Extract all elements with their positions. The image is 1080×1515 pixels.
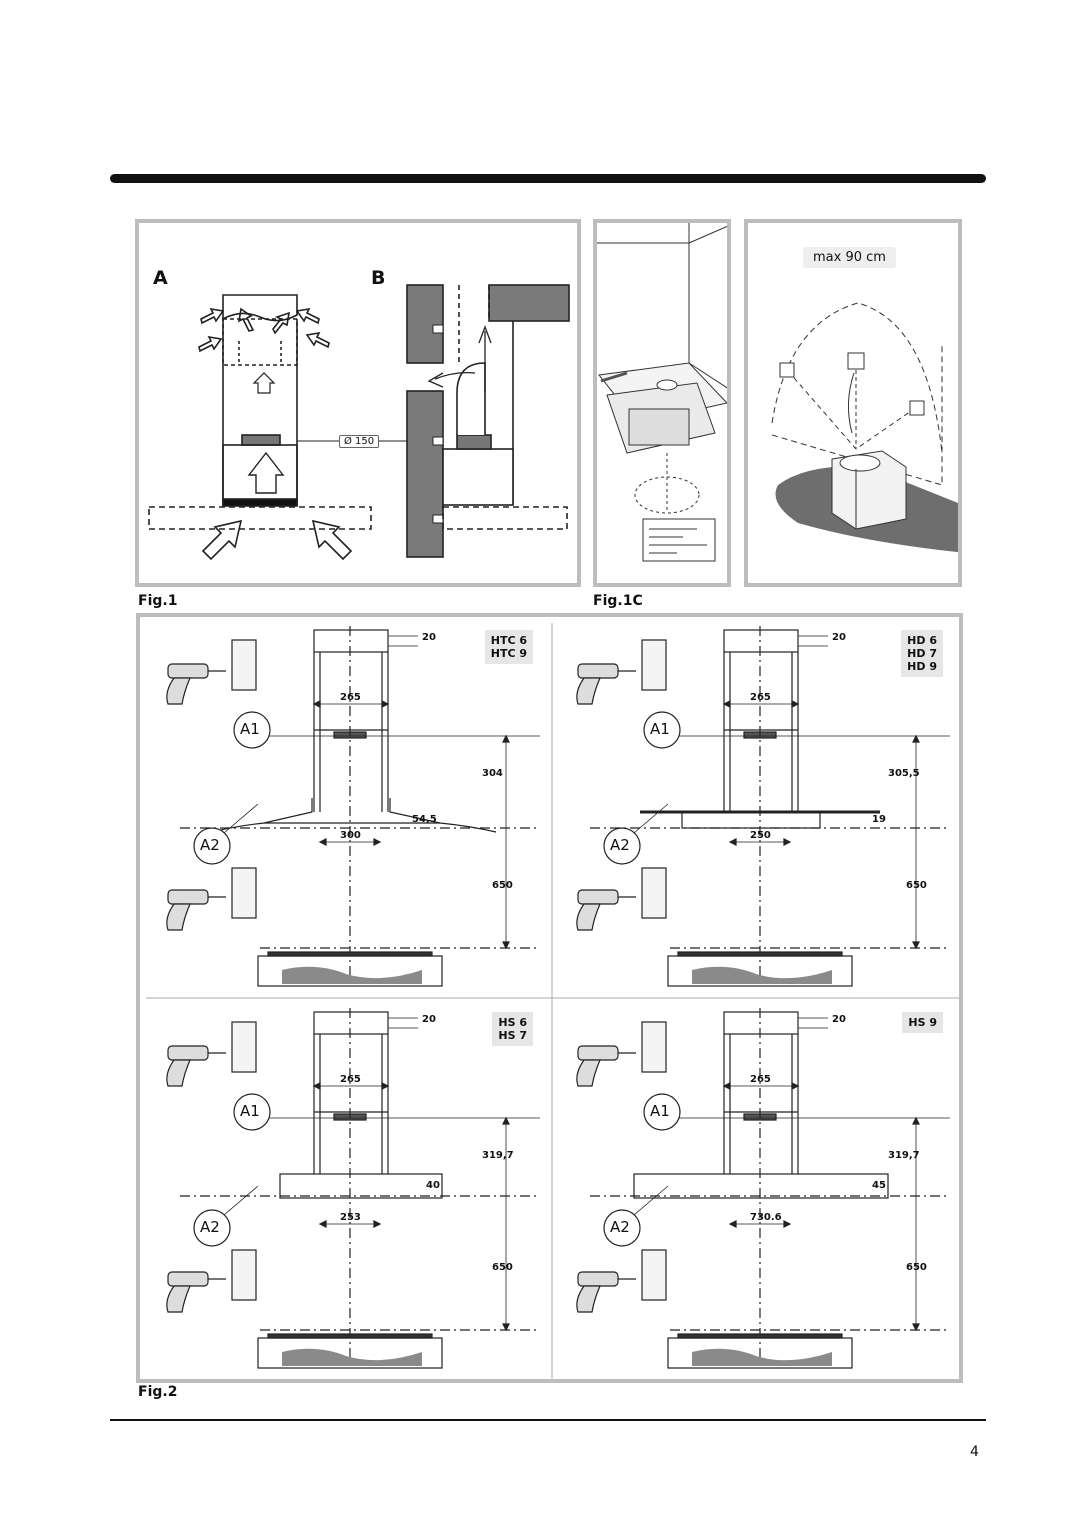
dim-width-upper: 265 xyxy=(340,692,361,703)
fig2-panel xyxy=(136,613,963,1383)
anchor-a2-label: A2 xyxy=(200,1218,220,1236)
dim-step: 19 xyxy=(872,814,886,825)
duct-diameter-label: Ø 150 xyxy=(339,435,380,448)
drill-hand-icon-lower xyxy=(576,867,667,931)
hood-dimension-drawing xyxy=(166,626,540,987)
dim-width-lower: 250 xyxy=(750,830,771,841)
dim-height: 319,7 xyxy=(888,1150,920,1161)
dim-width-upper: 265 xyxy=(750,1074,771,1085)
anchor-a1-label: A1 xyxy=(240,720,260,738)
drill-hand-icon-lower xyxy=(576,1249,667,1313)
drill-hand-icon-lower xyxy=(166,867,257,931)
dim-top: 20 xyxy=(422,1014,436,1025)
fig1-label: Fig.1 xyxy=(138,593,178,609)
dim-height: 304 xyxy=(482,768,503,779)
dim-width-upper: 265 xyxy=(750,692,771,703)
max-height-label: max 90 cm xyxy=(803,247,896,268)
dim-height: 319,7 xyxy=(482,1150,514,1161)
dim-width-upper: 265 xyxy=(340,1074,361,1085)
socket-position-illustration xyxy=(771,302,958,553)
fig1c-panel-wiring xyxy=(593,219,731,587)
fig2-quadrant-2: HD 6 HD 7 HD 9 20 265 305,5 19 250 650 A… xyxy=(550,618,955,994)
dim-step: 54,5 xyxy=(412,814,437,825)
drill-hand-icon-lower xyxy=(166,1249,257,1313)
dim-width-lower: 300 xyxy=(340,830,361,841)
fig1c-panel-socket: max 90 cm xyxy=(744,219,962,587)
fig1-drawing xyxy=(148,284,570,561)
part-a-letter: A xyxy=(153,267,168,289)
anchor-a1-label: A1 xyxy=(650,720,670,738)
bottom-rule xyxy=(110,1419,986,1421)
fig1-panel: A B xyxy=(135,219,581,587)
anchor-a2-label: A2 xyxy=(610,836,630,854)
hood-ducted-illustration xyxy=(406,284,570,558)
anchor-a2-label: A2 xyxy=(610,1218,630,1236)
dim-bottom: 650 xyxy=(906,1262,927,1273)
dim-width-lower: 730.6 xyxy=(750,1212,782,1223)
drill-hand-icon-upper xyxy=(576,1021,667,1087)
model-codes: HS 9 xyxy=(902,1012,943,1033)
model-codes: HTC 6 HTC 9 xyxy=(484,630,533,664)
top-rule xyxy=(110,174,986,183)
dim-top: 20 xyxy=(422,632,436,643)
dim-top: 20 xyxy=(832,632,846,643)
dim-step: 45 xyxy=(872,1180,886,1191)
dim-bottom: 650 xyxy=(492,1262,513,1273)
dim-bottom: 650 xyxy=(492,880,513,891)
wiring-illustration xyxy=(597,223,727,562)
fig2-label: Fig.2 xyxy=(138,1384,178,1400)
hood-dimension-drawing xyxy=(576,1008,950,1369)
dim-width-lower: 253 xyxy=(340,1212,361,1223)
drill-hand-icon-upper xyxy=(166,1021,257,1087)
hood-dimension-drawing xyxy=(576,626,950,987)
anchor-a1-label: A1 xyxy=(650,1102,670,1120)
fig2-quadrant-4: HS 9 20 265 319,7 45 730.6 650 A1 A2 xyxy=(550,1000,955,1376)
model-codes: HS 6 HS 7 xyxy=(492,1012,533,1046)
page-number: 4 xyxy=(970,1444,979,1460)
part-b-letter: B xyxy=(371,267,386,289)
model-codes: HD 6 HD 7 HD 9 xyxy=(901,630,943,677)
fig2-quadrant-dividers xyxy=(146,623,959,1379)
dim-top: 20 xyxy=(832,1014,846,1025)
fig2-quadrant-3: HS 6 HS 7 20 265 319,7 40 253 650 A1 A2 xyxy=(140,1000,545,1376)
anchor-a1-label: A1 xyxy=(240,1102,260,1120)
dim-bottom: 650 xyxy=(906,880,927,891)
dim-step: 40 xyxy=(426,1180,440,1191)
hood-dimension-drawing xyxy=(166,1008,540,1369)
drill-hand-icon-upper xyxy=(576,639,667,705)
hood-recirculation-illustration xyxy=(148,294,435,561)
drill-hand-icon-upper xyxy=(166,639,257,705)
anchor-a2-label: A2 xyxy=(200,836,220,854)
fig2-quadrant-1: HTC 6 HTC 9 20 265 304 54,5 300 650 A1 A… xyxy=(140,618,545,994)
fig1c-label: Fig.1C xyxy=(593,593,643,609)
dim-height: 305,5 xyxy=(888,768,920,779)
